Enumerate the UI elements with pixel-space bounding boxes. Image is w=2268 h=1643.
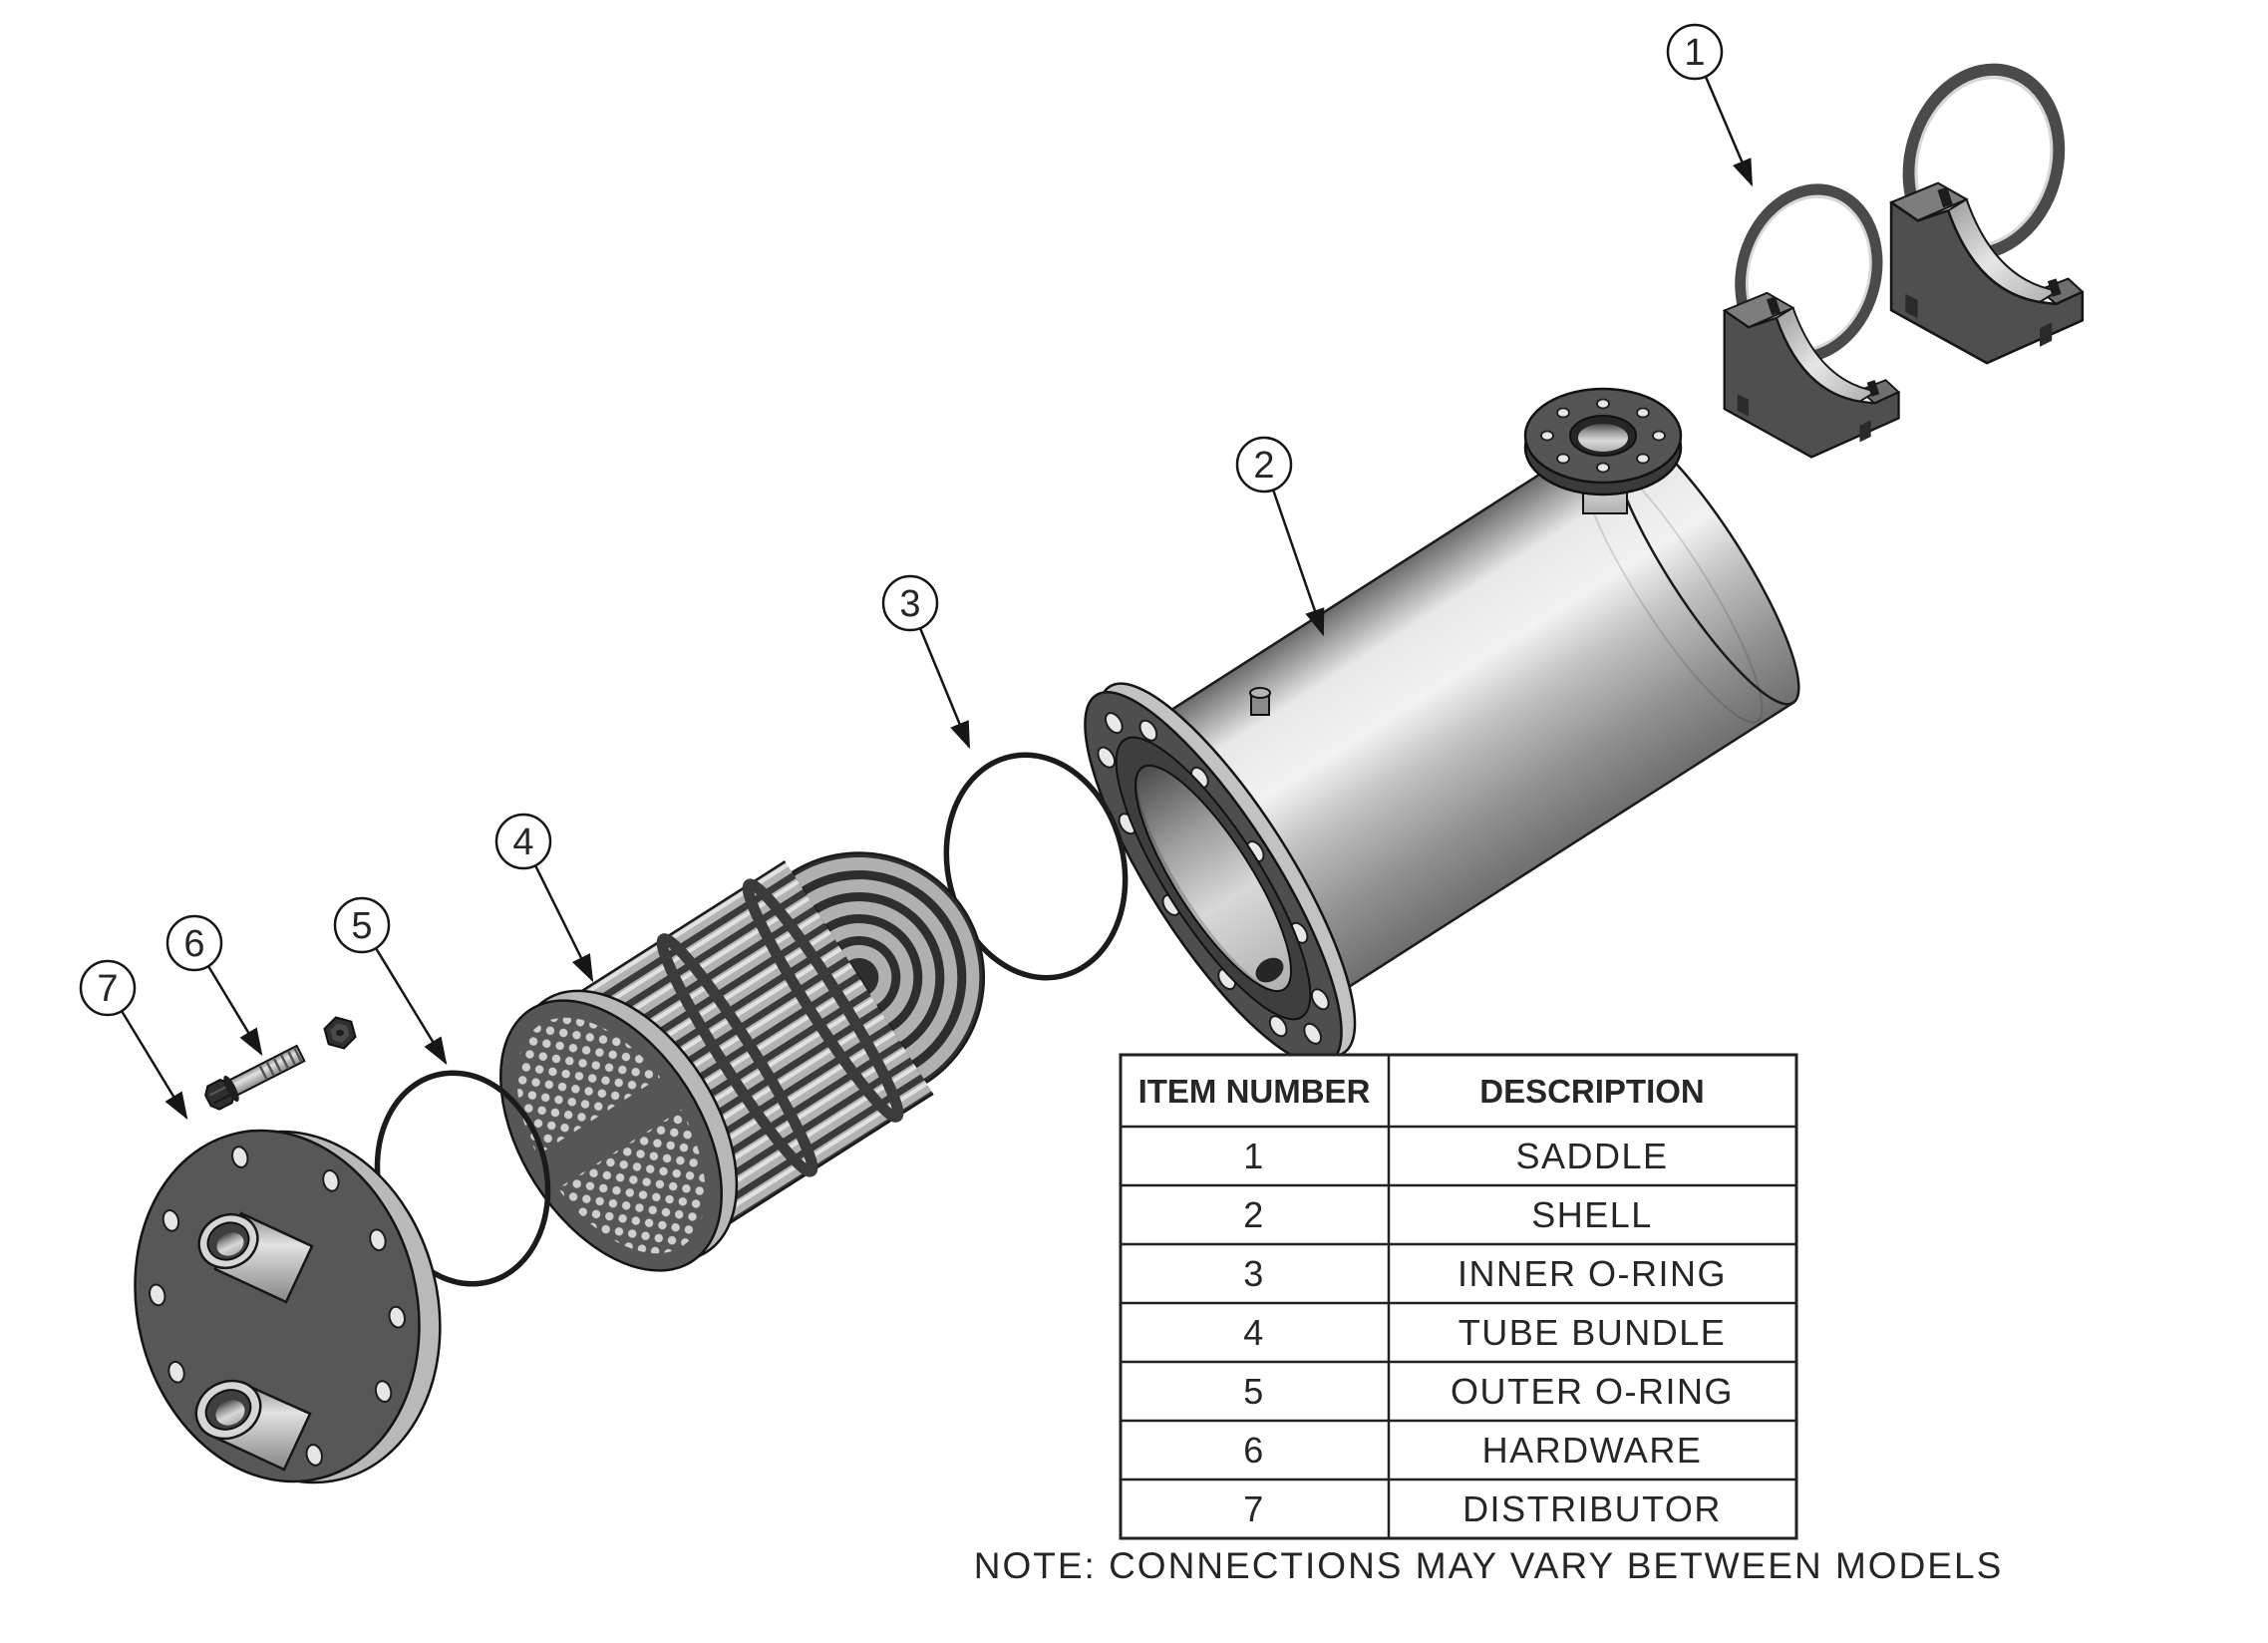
parts-table: ITEM NUMBER DESCRIPTION 1 SADDLE 2 SHELL… — [1119, 1053, 1798, 1540]
table-row-1: 1 SADDLE — [1243, 1136, 1668, 1176]
table-cell-description: TUBE BUNDLE — [1458, 1312, 1727, 1353]
table-row-3: 3 INNER O-RING — [1243, 1253, 1727, 1294]
saddle-part-right — [1888, 63, 2085, 365]
table-cell-item: 7 — [1243, 1488, 1265, 1529]
leader-lines — [120, 76, 1754, 1121]
hex-bolt — [204, 1044, 306, 1111]
table-cell-item: 5 — [1243, 1371, 1265, 1412]
table-cell-description: SADDLE — [1515, 1136, 1668, 1176]
callout-number-4: 4 — [512, 822, 533, 863]
table-header-item-number: ITEM NUMBER — [1138, 1073, 1371, 1110]
table-row-7: 7 DISTRIBUTOR — [1243, 1488, 1722, 1529]
saddle-part-left — [1722, 183, 1901, 459]
callout-balloon-6: 6 — [165, 914, 223, 972]
table-cell-description: INNER O-RING — [1458, 1253, 1727, 1294]
callout-balloon-2: 2 — [1235, 436, 1293, 493]
shell-vent-nub — [1249, 687, 1271, 716]
hex-nut — [323, 1016, 357, 1050]
table-cell-item: 1 — [1243, 1136, 1265, 1176]
table-cell-item: 4 — [1243, 1312, 1265, 1353]
table-cell-item: 2 — [1243, 1194, 1265, 1235]
callout-balloon-4: 4 — [494, 813, 552, 870]
table-row-5: 5 OUTER O-RING — [1243, 1371, 1734, 1412]
hardware-part — [204, 1016, 357, 1111]
table-row-2: 2 SHELL — [1243, 1194, 1653, 1235]
table-row-4: 4 TUBE BUNDLE — [1243, 1312, 1727, 1353]
table-cell-description: OUTER O-RING — [1451, 1371, 1734, 1412]
callout-balloon-5: 5 — [333, 896, 391, 954]
callout-number-6: 6 — [183, 923, 204, 965]
callout-number-1: 1 — [1684, 32, 1705, 74]
table-row-6: 6 HARDWARE — [1243, 1430, 1703, 1471]
callout-number-2: 2 — [1253, 445, 1274, 487]
distributor-lower-port — [194, 1379, 312, 1472]
table-cell-item: 3 — [1243, 1253, 1265, 1294]
callout-number-7: 7 — [97, 968, 118, 1010]
table-cell-description: DISTRIBUTOR — [1462, 1488, 1722, 1529]
table-cell-description: HARDWARE — [1482, 1430, 1703, 1471]
callout-balloon-1: 1 — [1666, 23, 1724, 81]
callout-balloons: 1 2 3 4 5 6 7 — [79, 23, 1724, 1017]
distributor-bolt-holes — [149, 1146, 406, 1467]
distributor-part — [134, 1129, 442, 1484]
shell-part — [1084, 387, 1800, 1066]
note-text: NOTE: CONNECTIONS MAY VARY BETWEEN MODEL… — [974, 1545, 2004, 1586]
shell-top-nozzle-flange — [1523, 387, 1683, 514]
distributor-upper-port — [197, 1211, 314, 1304]
callout-number-5: 5 — [351, 905, 372, 947]
callout-number-3: 3 — [899, 583, 920, 625]
callout-balloon-7: 7 — [79, 959, 137, 1017]
table-cell-item: 6 — [1243, 1430, 1265, 1471]
table-header-description: DESCRIPTION — [1479, 1073, 1705, 1110]
inner-o-ring-part — [943, 752, 1129, 981]
tube-bundle-part — [478, 851, 986, 1287]
table-cell-description: SHELL — [1531, 1194, 1653, 1235]
callout-balloon-3: 3 — [881, 574, 939, 632]
